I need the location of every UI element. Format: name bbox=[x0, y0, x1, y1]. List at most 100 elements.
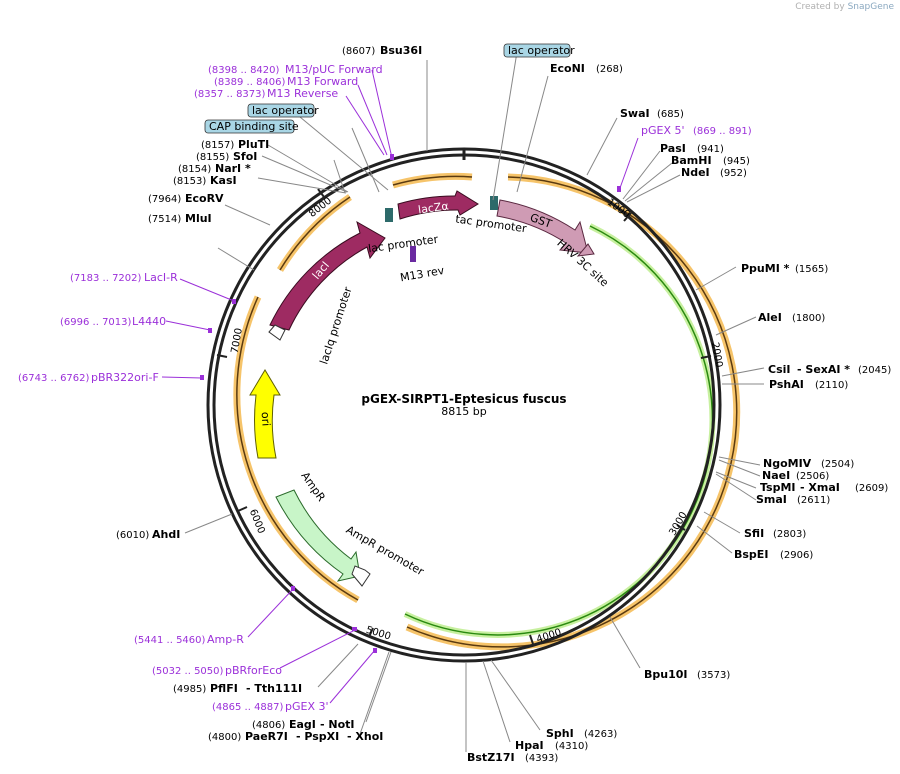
lac-operator-left-label: lac operator bbox=[252, 104, 319, 117]
primer-l4440-range: (6996 .. 7013) bbox=[60, 317, 132, 328]
lac-promoter-box bbox=[385, 208, 393, 222]
tac-promoter-box bbox=[490, 196, 498, 210]
site-leaders bbox=[184, 51, 765, 752]
orf-arc-ul-inner bbox=[279, 196, 351, 271]
site-sexai: - SexAI * bbox=[797, 363, 850, 376]
site-ndei: NdeI bbox=[681, 166, 710, 179]
tick-label-2000: 2000 bbox=[709, 341, 724, 368]
site-sfii-pos: (2803) bbox=[773, 529, 806, 540]
site-eagi: EagI bbox=[289, 718, 316, 731]
site-noti: - NotI bbox=[320, 718, 355, 731]
site-bstz17i: BstZ17I bbox=[467, 751, 515, 764]
lac-operator-left-box bbox=[247, 103, 315, 118]
boxed-features: lac operator lac operator CAP binding si… bbox=[204, 43, 575, 134]
site-ngomiv: NgoMIV bbox=[763, 457, 812, 470]
hrv-site-arrow bbox=[576, 243, 595, 257]
primer-markers bbox=[200, 154, 621, 653]
site-naei: NaeI bbox=[762, 469, 790, 482]
site-bpu10i-pos: (3573) bbox=[697, 670, 730, 681]
site-xmai: - XmaI bbox=[800, 481, 840, 494]
primer-pgex3-range: (4865 .. 4887) bbox=[212, 702, 284, 713]
plasmid-length: 8815 bp bbox=[441, 405, 486, 418]
site-ahdi: AhdI bbox=[152, 528, 180, 541]
site-ppumi-pos: (1565) bbox=[795, 264, 828, 275]
primer-laci-r: LacI-R bbox=[144, 271, 178, 284]
site-bsu36i: Bsu36I bbox=[380, 44, 422, 57]
laciq-promoter-arrow bbox=[268, 324, 286, 341]
site-pflfi: PflFI bbox=[210, 682, 238, 695]
primer-pbrforeco-range: (5032 .. 5050) bbox=[152, 666, 224, 677]
site-pflfi-pos: (4985) bbox=[173, 684, 206, 695]
site-nari-pos: (8154) bbox=[178, 164, 211, 175]
orf-arcs bbox=[233, 172, 741, 651]
site-sphi: SphI bbox=[546, 727, 574, 740]
scale-ticks bbox=[216, 188, 712, 645]
site-paer7i: PaeR7I bbox=[245, 730, 288, 743]
site-alei: AleI bbox=[758, 311, 782, 324]
site-hpai-pos: (4310) bbox=[555, 741, 588, 752]
site-kasi-pos: (8153) bbox=[173, 176, 206, 187]
site-tspmi-pos: (2609) bbox=[855, 483, 888, 494]
laciq-promoter-label: lacIq promoter bbox=[317, 285, 354, 366]
site-paer7i-pos: (4800) bbox=[208, 732, 241, 743]
site-eagi-pos: (4806) bbox=[252, 720, 285, 731]
site-smai-pos: (2611) bbox=[797, 495, 830, 506]
site-pluti: PluTI bbox=[238, 138, 269, 151]
site-sfoi-pos: (8155) bbox=[196, 152, 229, 163]
site-smai: SmaI bbox=[756, 493, 787, 506]
site-mlui: MluI bbox=[185, 212, 212, 225]
site-ecorv-pos: (7964) bbox=[148, 194, 181, 205]
site-pluti-pos: (8157) bbox=[201, 140, 234, 151]
plasmid-name: pGEX-SIRPT1-Eptesicus fuscus bbox=[361, 392, 566, 406]
primer-pgex5: pGEX 5' bbox=[641, 124, 685, 137]
created-by-text: Created by bbox=[795, 2, 845, 12]
primer-pgex3: pGEX 3' bbox=[285, 700, 329, 713]
ori-arrow bbox=[249, 369, 281, 459]
primer-pbrforeco: pBRforEco bbox=[225, 664, 282, 677]
ampr-promoter-arrow bbox=[351, 565, 371, 587]
primer-ampr-range: (5441 .. 5460) bbox=[134, 635, 206, 646]
primer-m13puc-range: (8398 .. 8420) bbox=[208, 65, 280, 76]
site-mlui-pos: (7514) bbox=[148, 214, 181, 225]
primer-pbr322ori: pBR322ori-F bbox=[91, 371, 159, 384]
orf-arc-green-inner bbox=[404, 225, 714, 636]
site-pasi: PasI bbox=[660, 142, 686, 155]
site-ecorv: EcoRV bbox=[185, 192, 224, 205]
site-nari: NarI * bbox=[215, 162, 251, 175]
lacz-label: lacZα bbox=[417, 199, 449, 216]
gst-arrow bbox=[496, 199, 589, 254]
site-ahdi-pos: (6010) bbox=[116, 530, 149, 541]
site-tth111i: - Tth111I bbox=[246, 682, 302, 695]
lac-operator-top-box bbox=[503, 43, 571, 58]
site-bamhi: BamHI bbox=[671, 154, 712, 167]
tick-label-7000: 7000 bbox=[230, 327, 245, 354]
site-swai-pos: (685) bbox=[657, 109, 684, 120]
primer-m13f-range: (8389 .. 8406) bbox=[214, 77, 286, 88]
site-pspxi: - PspXI bbox=[296, 730, 339, 743]
site-kasi: KasI bbox=[210, 174, 237, 187]
site-bstz17i-pos: (4393) bbox=[525, 753, 558, 764]
scale-tick-labels: 1000 2000 3000 4000 5000 6000 7000 8000 bbox=[230, 195, 725, 645]
lac-operator-top-label: lac operator bbox=[508, 44, 575, 57]
site-sfii: SfiI bbox=[744, 527, 764, 540]
site-bspei-pos: (2906) bbox=[780, 550, 813, 561]
site-sphi-pos: (4263) bbox=[584, 729, 617, 740]
snapgene-logo-text: SnapGene bbox=[847, 2, 894, 12]
site-labels: EcoNI (268) SwaI (685) PasI (941) BamHI … bbox=[116, 44, 891, 764]
brand-watermark: Created by SnapGene bbox=[795, 2, 894, 12]
site-pasi-pos: (941) bbox=[697, 144, 724, 155]
laci-arrow bbox=[269, 220, 386, 331]
primer-leaders bbox=[161, 69, 639, 704]
site-csii: CsiI bbox=[768, 363, 790, 376]
m13-rev-label: M13 rev bbox=[399, 264, 446, 285]
primer-ampr: Amp-R bbox=[207, 633, 244, 646]
site-econi: EcoNI bbox=[550, 62, 585, 75]
site-pshai: PshAI bbox=[769, 378, 804, 391]
site-hpai: HpaI bbox=[515, 739, 544, 752]
primer-m13r: M13 Reverse bbox=[267, 87, 338, 100]
ampr-label: AmpR bbox=[298, 469, 328, 504]
lacz-arrow bbox=[397, 190, 479, 220]
primer-m13r-range: (8357 .. 8373) bbox=[194, 89, 266, 100]
site-bspei: BspEI bbox=[734, 548, 768, 561]
